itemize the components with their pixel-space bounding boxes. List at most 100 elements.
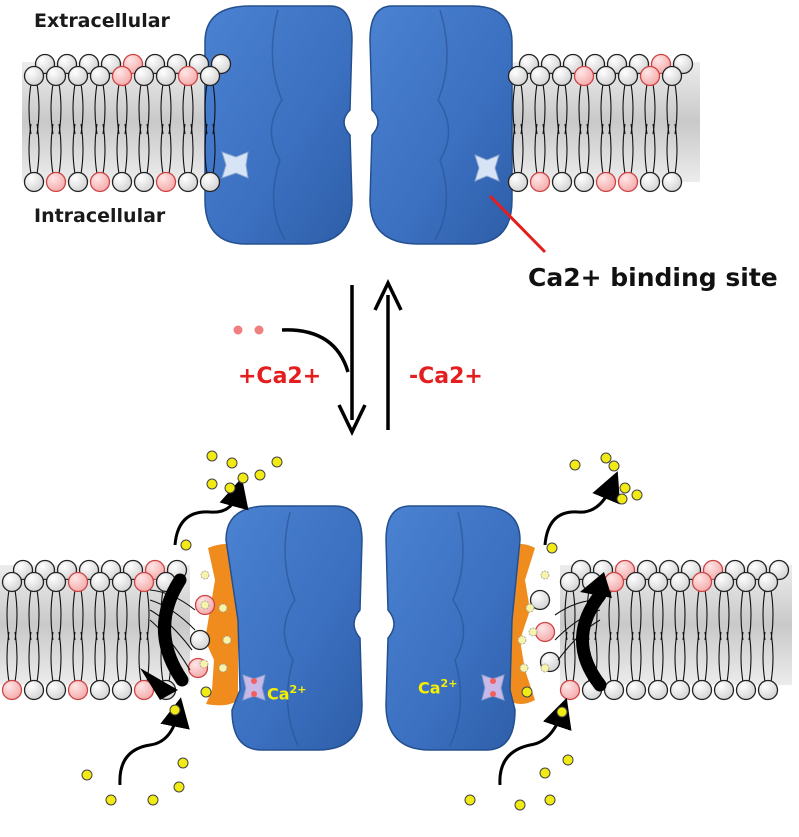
curved-arrow-icon bbox=[576, 588, 607, 692]
translocated-lipid bbox=[619, 482, 631, 494]
lipid-tail bbox=[102, 123, 106, 175]
curved-arrow-icon bbox=[158, 573, 189, 687]
lipid-head bbox=[573, 65, 595, 87]
lipid-tail bbox=[600, 123, 604, 175]
lipid-tail bbox=[748, 631, 752, 683]
translocating-lipid bbox=[199, 659, 209, 669]
lipid-head bbox=[133, 571, 155, 593]
lipid-tail bbox=[190, 123, 194, 175]
reverse-arrow-head bbox=[373, 278, 403, 311]
lipid-head bbox=[639, 65, 661, 87]
lipid-head bbox=[67, 171, 89, 193]
translocating-lipid bbox=[218, 663, 228, 673]
binding-site-icon bbox=[242, 674, 266, 701]
lipid-tail bbox=[608, 631, 612, 683]
translocated-lipid bbox=[544, 794, 556, 806]
translocated-lipid bbox=[81, 769, 93, 781]
binding-site-pointer bbox=[488, 194, 547, 254]
lipid-head bbox=[735, 679, 757, 701]
lipid-tail bbox=[14, 631, 18, 683]
translocated-lipid bbox=[271, 456, 283, 468]
translocated-lipid bbox=[226, 457, 238, 469]
translocated-lipid bbox=[616, 493, 628, 505]
lipid-tail bbox=[674, 123, 678, 175]
translocated-lipid bbox=[539, 767, 551, 779]
lipid-head bbox=[507, 65, 529, 87]
translocated-lipid bbox=[254, 469, 266, 481]
lipid-head bbox=[595, 65, 617, 87]
lipid-head bbox=[691, 679, 713, 701]
lipid-head bbox=[199, 171, 221, 193]
lipid-head bbox=[625, 679, 647, 701]
translocating-lipid bbox=[517, 635, 527, 645]
binding-site-icon bbox=[474, 154, 500, 182]
lipid-tail bbox=[740, 631, 744, 683]
lipid-head bbox=[45, 679, 67, 701]
translocated-lipid bbox=[608, 460, 620, 472]
translocated-lipid bbox=[514, 799, 526, 811]
translocated-lipid bbox=[224, 482, 236, 494]
translocated-lipid bbox=[206, 478, 218, 490]
ion-symbol: Ca bbox=[267, 684, 290, 704]
lipid-tail bbox=[644, 123, 648, 175]
lipid-head bbox=[67, 65, 89, 87]
translocated-lipid bbox=[556, 706, 568, 718]
lipid-layers bbox=[1, 53, 790, 701]
lipid-tail bbox=[58, 631, 62, 683]
translocated-lipid bbox=[546, 542, 558, 554]
lipid-tail bbox=[770, 631, 774, 683]
lipid-head bbox=[133, 171, 155, 193]
lipid-head bbox=[669, 571, 691, 593]
curved-arrow-icon bbox=[543, 471, 621, 546]
lipid-head bbox=[177, 171, 199, 193]
lipid-head bbox=[111, 679, 133, 701]
lipid-head bbox=[735, 571, 757, 593]
translocated-lipid bbox=[147, 794, 159, 806]
lipid-head bbox=[713, 679, 735, 701]
lipid-head bbox=[23, 571, 45, 593]
lipid-head bbox=[661, 65, 683, 87]
released-lipids bbox=[81, 450, 643, 811]
curved-arrow-icon bbox=[580, 572, 612, 598]
lipid-head bbox=[23, 679, 45, 701]
bound-calcium-ion bbox=[251, 678, 257, 684]
lipid-flux-arrows bbox=[118, 471, 621, 786]
translocating-lipid bbox=[540, 663, 550, 673]
lipid-head bbox=[507, 171, 529, 193]
lipid-tail bbox=[102, 631, 106, 683]
orange-region bbox=[205, 544, 238, 706]
protein-bottom-right-subunit bbox=[385, 505, 535, 751]
translocating-lipid bbox=[528, 627, 538, 637]
lipid-tail bbox=[534, 123, 538, 175]
extracellular-label: Extracellular bbox=[34, 10, 170, 32]
translocating-lipid bbox=[525, 603, 535, 613]
lipid-tail bbox=[630, 123, 634, 175]
lipid-tail bbox=[638, 631, 642, 683]
lipid-head bbox=[133, 679, 155, 701]
lipid-tail bbox=[616, 631, 620, 683]
binding-site-icon bbox=[221, 151, 249, 179]
lipid-head bbox=[199, 65, 221, 87]
calcium-label-right: Ca2+ bbox=[418, 677, 457, 697]
lipid-head bbox=[155, 65, 177, 87]
lipid-tail bbox=[564, 631, 568, 683]
bound-calcium-ion bbox=[251, 691, 257, 697]
protein-body bbox=[385, 505, 521, 751]
protein-ridge bbox=[449, 511, 465, 747]
lipid-head bbox=[617, 171, 639, 193]
lipid-tail bbox=[572, 631, 576, 683]
lipid-head bbox=[573, 171, 595, 193]
lipid-tail bbox=[28, 631, 32, 683]
protein-body bbox=[204, 5, 353, 245]
lipid-tail bbox=[116, 631, 120, 683]
translocating-lipid bbox=[222, 635, 232, 645]
lipid-head bbox=[45, 571, 67, 593]
lipid-tail bbox=[50, 631, 54, 683]
lipid-head bbox=[45, 65, 67, 87]
lipid-tail bbox=[682, 631, 686, 683]
lipid-tail bbox=[652, 123, 656, 175]
lipid-tail bbox=[520, 123, 524, 175]
lipid-tail bbox=[36, 631, 40, 683]
protein-body bbox=[225, 505, 363, 751]
